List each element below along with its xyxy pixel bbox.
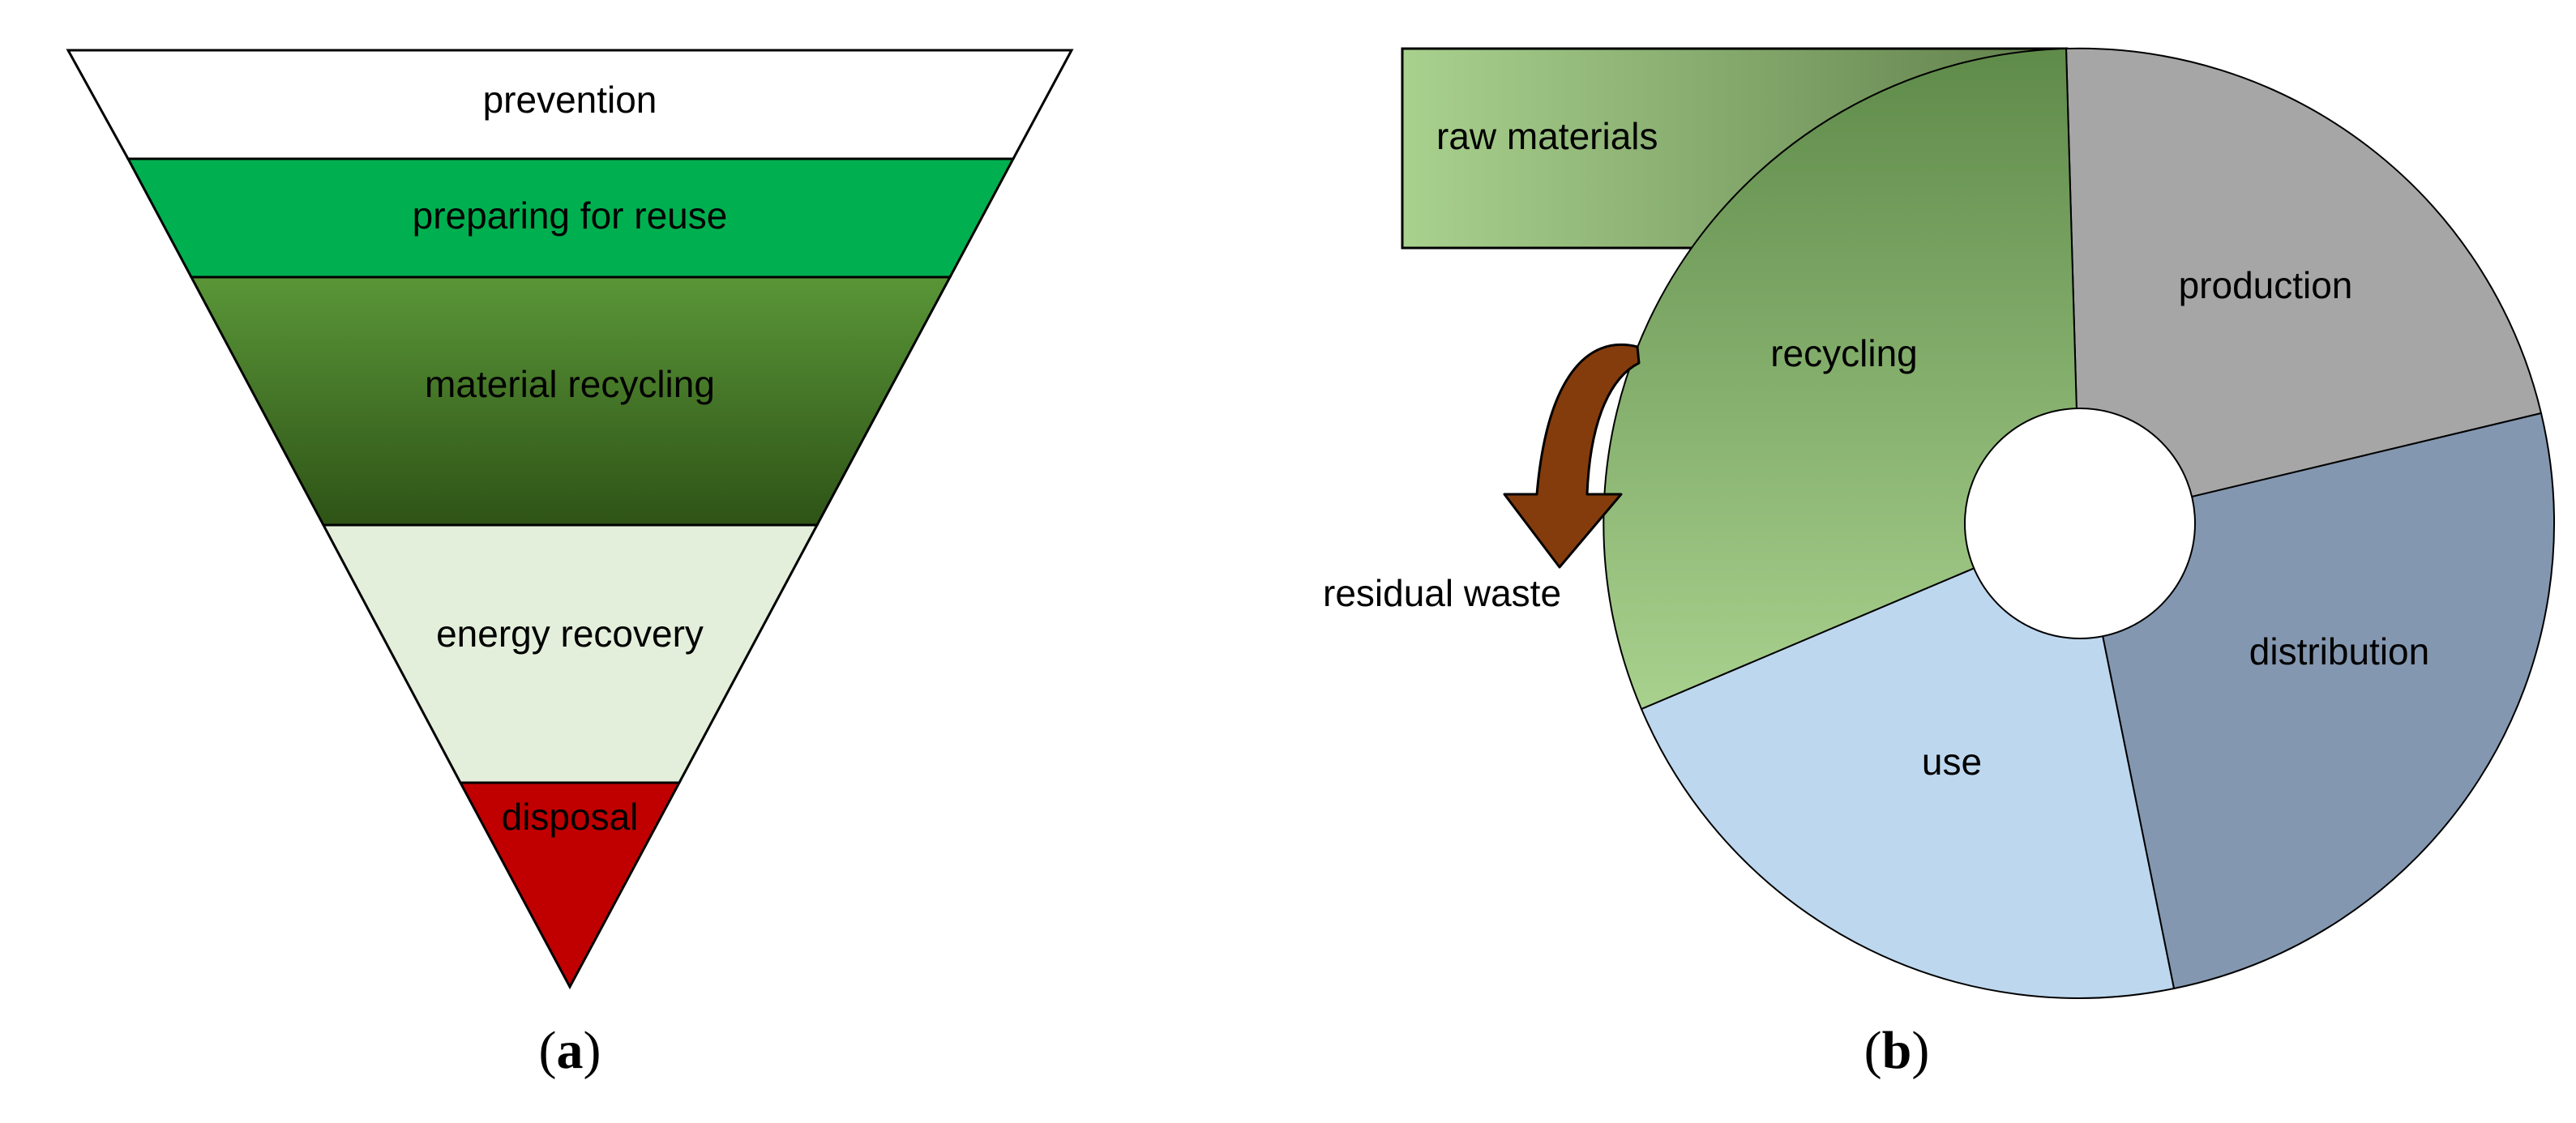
label-prevention: prevention (483, 79, 657, 121)
residual-waste-label: residual waste (1323, 572, 1561, 614)
segment-production (2065, 47, 2543, 525)
ring-center-hole (1964, 408, 2196, 639)
raw-materials-label: raw materials (1436, 115, 1658, 157)
segment-use (1640, 522, 2176, 999)
circular-economy-diagram: raw materials production distribution us… (1323, 47, 2555, 999)
label-disposal: disposal (502, 796, 639, 838)
label-distribution: distribution (2249, 630, 2429, 673)
caption-b: (b) (1864, 1021, 1930, 1080)
label-recycling: recycling (1770, 332, 1918, 374)
segment-recycling (1603, 47, 2082, 711)
waste-hierarchy-triangle: prevention preparing for reuse material … (66, 49, 1074, 990)
label-production: production (2179, 264, 2353, 306)
label-energy-recovery: energy recovery (436, 613, 704, 655)
label-material-recycling: material recycling (425, 363, 715, 405)
label-preparing-for-reuse: preparing for reuse (413, 194, 728, 237)
hierarchy-level-disposal (458, 781, 682, 990)
residual-waste-arrow (1503, 343, 1641, 569)
caption-a: (a) (539, 1021, 601, 1080)
segment-distribution (2078, 412, 2555, 990)
label-use: use (1922, 741, 1982, 783)
